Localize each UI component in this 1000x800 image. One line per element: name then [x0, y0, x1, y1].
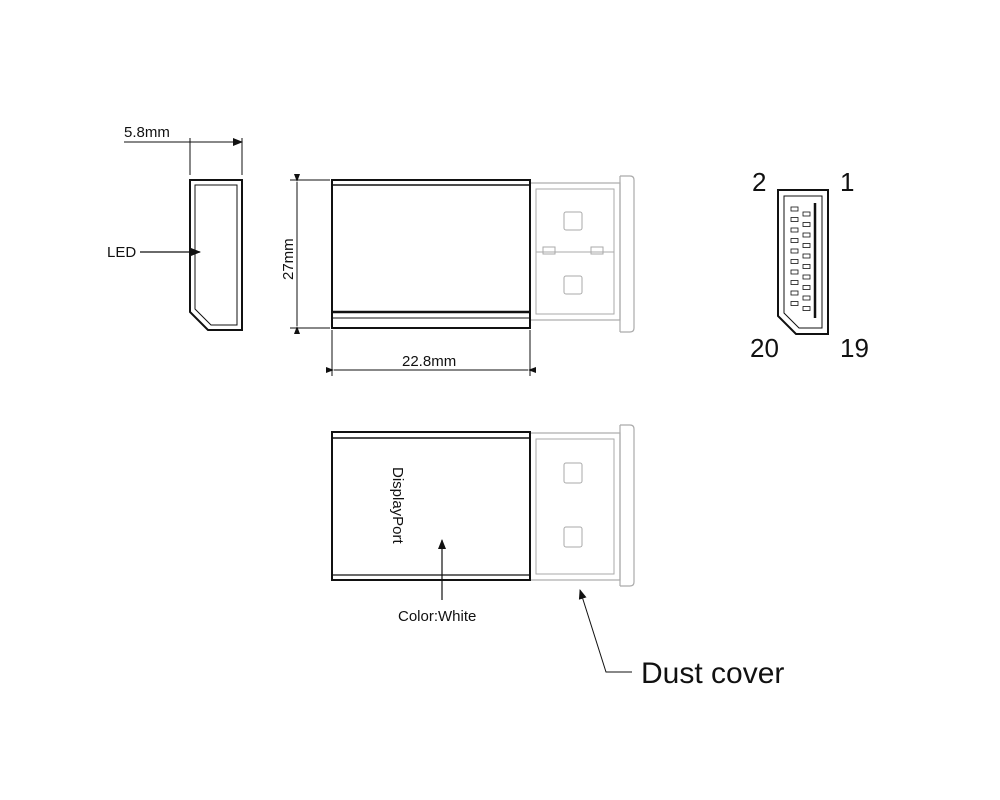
connector-pin [790, 269, 799, 275]
pin-label-1: 1 [840, 167, 854, 197]
connector-pin [790, 248, 799, 254]
connector-pin [802, 243, 811, 248]
connector-pin [790, 217, 799, 222]
connector-pin [802, 211, 811, 217]
pin-label-2: 2 [752, 167, 766, 197]
side-view-outline [189, 179, 243, 331]
side-view: 5.8mm LED [107, 124, 243, 331]
connector-pin [790, 290, 799, 296]
connector-pin [802, 306, 811, 311]
dust-cover-label: Dust cover [641, 657, 784, 690]
connector-pins [790, 206, 811, 311]
connector-pin [790, 280, 799, 285]
connector-pin [802, 264, 811, 269]
length-label: 22.8mm [402, 353, 456, 370]
pin-label-19: 19 [840, 333, 869, 363]
bottom-body-outline [331, 431, 531, 581]
led-label: LED [107, 244, 136, 261]
connector-pin [802, 232, 811, 238]
side-view-inner [194, 184, 238, 326]
connector-pin [790, 301, 799, 306]
pin-label-20: 20 [750, 333, 779, 363]
connector-pin [802, 274, 811, 280]
connector-pin [802, 222, 811, 227]
connector-pin [802, 253, 811, 259]
connector-pin [790, 227, 799, 233]
connector-pin [790, 238, 799, 243]
color-label: Color:White [398, 608, 476, 625]
side-width-label: 5.8mm [124, 124, 170, 141]
connector-pin [802, 295, 811, 301]
top-dust-cover [529, 175, 635, 333]
height-label: 27mm [280, 238, 297, 280]
connector-outline [777, 189, 829, 335]
bottom-dust-cover [529, 424, 635, 587]
top-body-outline [331, 179, 531, 329]
connector-pin [790, 259, 799, 264]
connector-pin [802, 285, 811, 290]
connector-inner [783, 195, 823, 329]
connector-pin [790, 206, 799, 212]
brand-label: DisplayPort [389, 467, 406, 545]
dust-cover-leader [578, 589, 632, 673]
connector-face: 2 1 20 19 [750, 167, 869, 363]
bottom-view: DisplayPort Color:White Dust cover [331, 424, 784, 690]
top-view: 27mm 22.8mm [280, 174, 635, 376]
